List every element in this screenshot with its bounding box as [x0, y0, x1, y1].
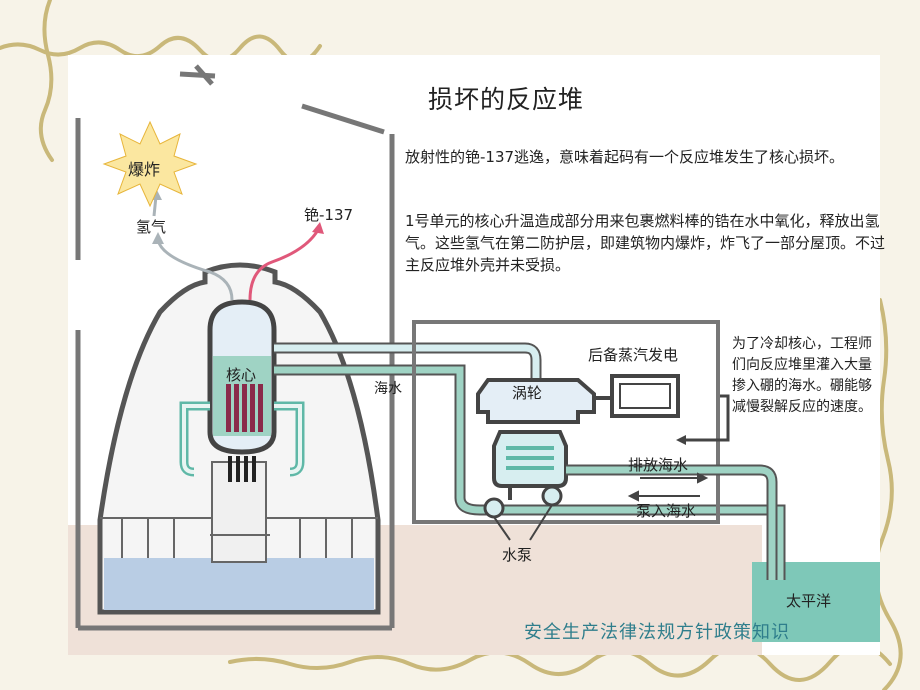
- label-seawater: 海水: [374, 381, 402, 397]
- label-explosion: 爆炸: [128, 160, 161, 179]
- fuel-rods: [226, 384, 263, 432]
- label-backup-generator: 后备蒸汽发电: [588, 346, 679, 364]
- turbine-hall: [412, 320, 720, 524]
- cesium-arrow: [248, 229, 320, 301]
- label-hydrogen: 氢气: [136, 218, 167, 236]
- pool-water: [104, 558, 374, 610]
- control-rods: [228, 456, 256, 482]
- diagram-title: 损坏的反应堆: [428, 85, 585, 114]
- label-water-pump: 水泵: [502, 546, 533, 564]
- pool-structure: [100, 461, 378, 563]
- paragraph-cooling: 为了冷却核心，工程师们向反应堆里灌入大量掺入硼的海水。硼能够减慢裂解反应的速度。: [732, 336, 872, 415]
- label-pump-in-seawater: 泵入海水: [636, 502, 697, 520]
- paragraph-cesium: 放射性的铯-137逃逸，意味着起码有一个反应堆发生了核心损坏。: [405, 148, 845, 166]
- paragraph-hydrogen: 1号单元的核心升温造成部分用来包裹燃料棒的锆在水中氧化，释放出氢气。这些氢气在第…: [405, 212, 886, 274]
- flow-arrows: [627, 472, 709, 502]
- building-outline: [75, 64, 395, 631]
- label-discharge-seawater: 排放海水: [628, 456, 689, 474]
- label-turbine: 涡轮: [512, 384, 543, 402]
- slide-footer: 安全生产法律法规方针政策知识: [524, 622, 790, 643]
- callout-arrow: [682, 394, 730, 442]
- condenser: [492, 430, 568, 500]
- water-pump-1: [483, 497, 505, 519]
- label-core: 核心: [226, 366, 257, 384]
- label-cesium: 铯-137: [304, 206, 354, 224]
- turbine: [476, 378, 596, 424]
- recirculation-loop-inner: [182, 404, 302, 474]
- explosion-star: [102, 120, 198, 208]
- label-pacific: 太平洋: [786, 592, 832, 610]
- water-pump-2: [541, 485, 563, 507]
- hydrogen-arrow: [156, 239, 234, 301]
